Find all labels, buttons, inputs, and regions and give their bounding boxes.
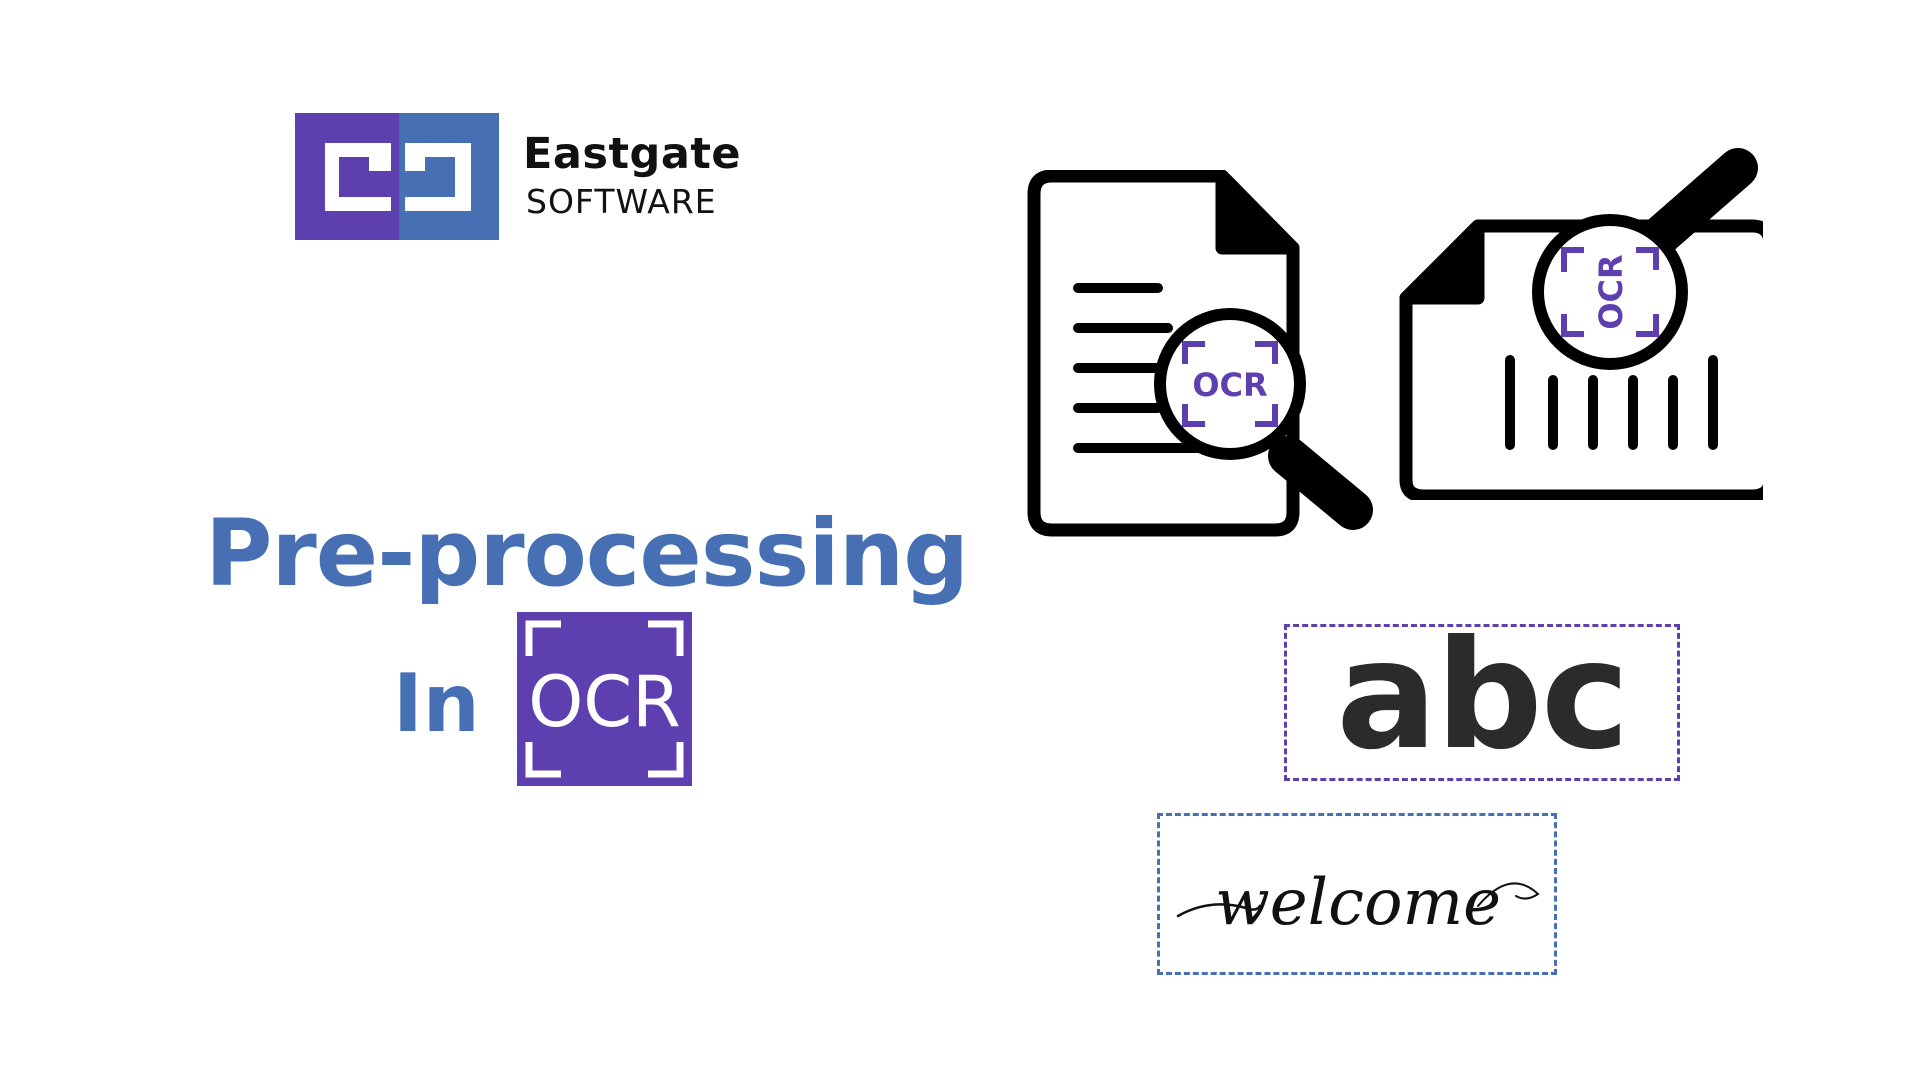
brand-logo: Eastgate SOFTWARE: [295, 113, 741, 240]
eastgate-logo-mark-icon: [295, 113, 499, 240]
brand-name: Eastgate: [523, 129, 742, 180]
brand-text: Eastgate SOFTWARE: [523, 129, 742, 221]
brand-subtitle: SOFTWARE: [526, 181, 717, 221]
document-ocr-magnifier-icon: OCR: [1027, 170, 1373, 537]
handwritten-text-drawing: welcome: [1176, 866, 1540, 940]
document-ocr-label: OCR: [1192, 366, 1267, 404]
ocr-badge-icon: OCR: [517, 612, 692, 786]
ocr-badge-label: OCR: [528, 661, 681, 743]
printed-text-sample-label: abc: [1336, 608, 1630, 783]
barcode-ocr-magnifier-icon: OCR: [1399, 148, 1763, 500]
printed-text-sample: abc: [1284, 608, 1680, 783]
handwritten-text-sample-label: welcome: [1215, 866, 1501, 940]
barcode-ocr-label: OCR: [1592, 254, 1630, 329]
headline-title: Pre-processing: [205, 500, 969, 607]
handwritten-text-sample: welcome: [1157, 813, 1557, 975]
headline-in: In: [393, 657, 480, 750]
